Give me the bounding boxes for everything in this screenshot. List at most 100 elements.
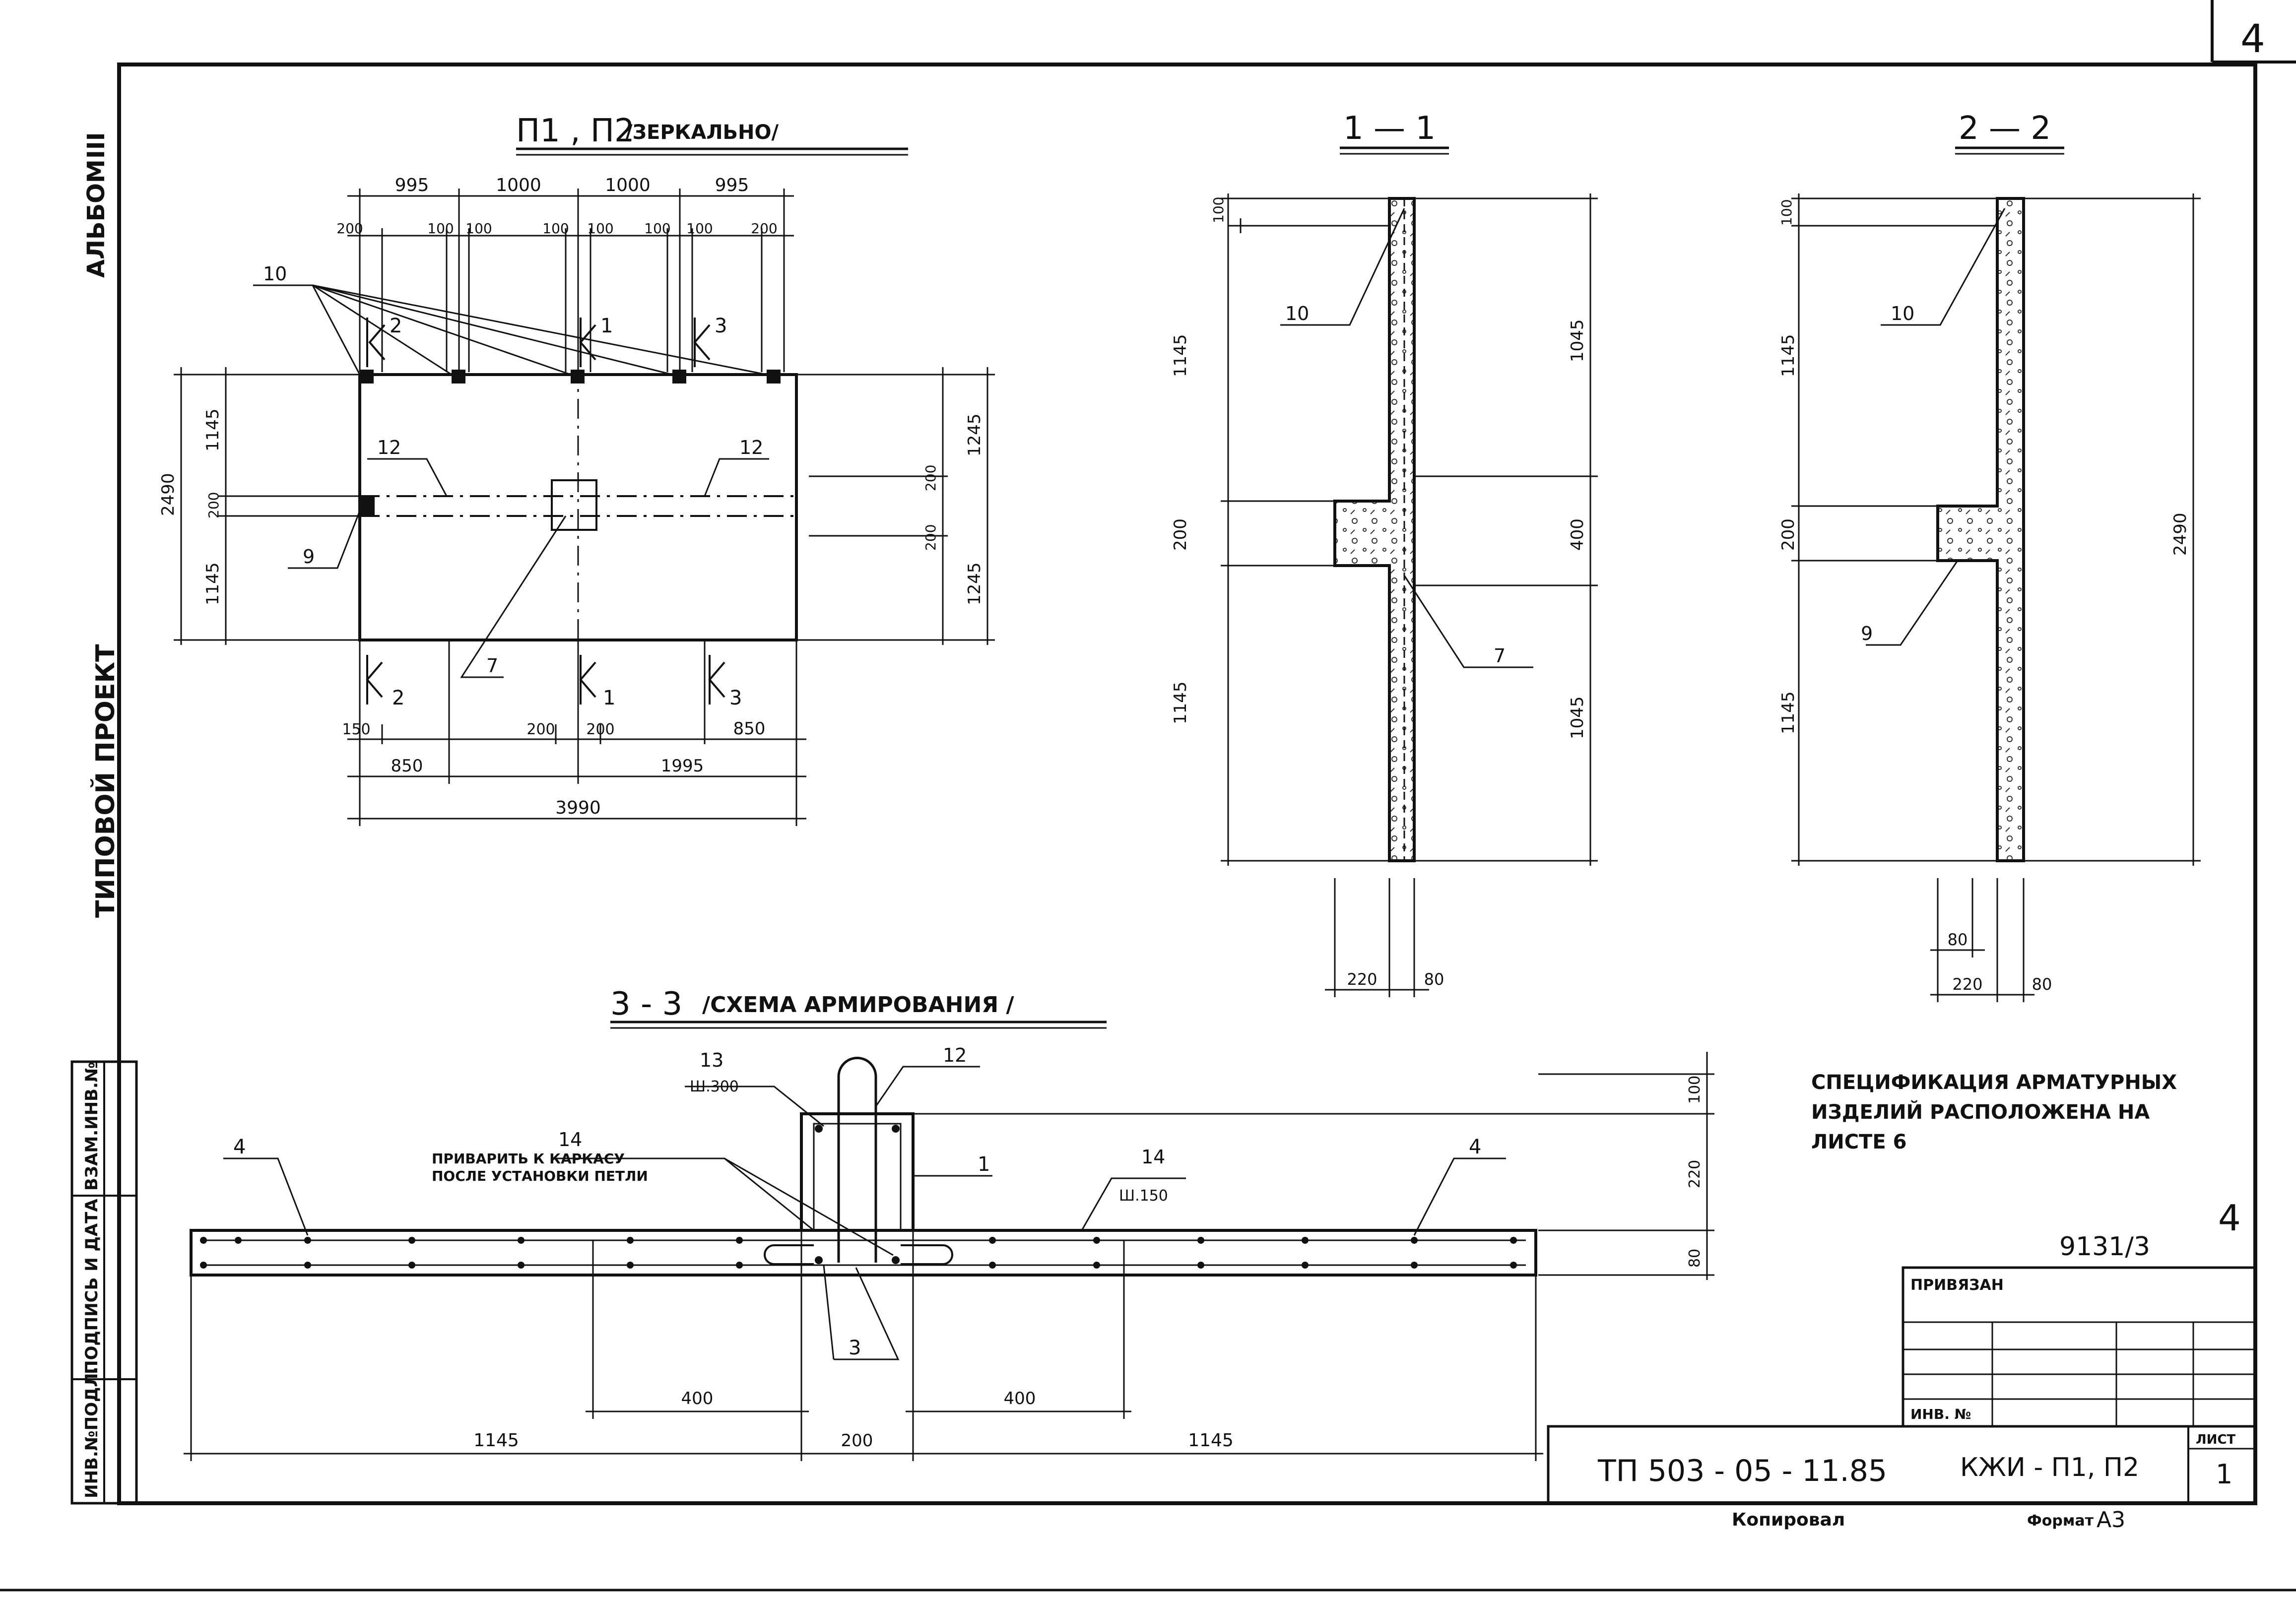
title-copied: Копировал xyxy=(1732,1510,1845,1530)
section-1-body xyxy=(1333,197,1416,862)
section-3-weld-note-1: ПРИВАРИТЬ К КАРКАСУ xyxy=(432,1151,625,1167)
plan-dim-top-1: 995 xyxy=(395,175,429,195)
plan-dim-bottom-3: 200 xyxy=(526,721,555,738)
plan-dim-top-small-1: 200 xyxy=(336,220,363,237)
section-3-callout-13-sub: Ш.300 xyxy=(690,1078,739,1095)
plan-title: П1 , П2 xyxy=(516,113,635,149)
section-3-dim-bottom-4: 200 xyxy=(841,1431,873,1451)
plan-dim-bottom-5: 1995 xyxy=(661,756,704,776)
section-1-dim-bottom-1: 220 xyxy=(1347,970,1377,989)
section-1-1: 1 — 1 100 1145 200 1145 1045 400 xyxy=(1171,110,1598,997)
section-3-callout-3: 3 xyxy=(849,1337,861,1359)
section-2-body xyxy=(1936,197,2025,862)
side-labels: АЛЬБОМ III ТИПОВОЙ ПРОЕКТ xyxy=(82,132,121,918)
plan-callout-9: 9 xyxy=(303,546,315,568)
plan-cut-3-bottom: 3 xyxy=(729,687,742,709)
section-3-dim-bottom-5: 1145 xyxy=(1188,1430,1234,1451)
plan-dim-left-2: 200 xyxy=(205,492,222,518)
section-3-callout-4b: 4 xyxy=(1469,1136,1481,1158)
section-3-callout-1: 1 xyxy=(978,1153,990,1176)
plan-callout-7: 7 xyxy=(486,655,498,677)
plan-view: П1 , П2 /ЗЕРКАЛЬНО/ 995 1000 1000 xyxy=(158,113,995,826)
plan-dim-bottom-4: 200 xyxy=(586,721,614,738)
stamp-podpis-label: ПОДПИСЬ И ДАТА xyxy=(82,1199,102,1374)
stamp-mark: 4 xyxy=(2218,1197,2241,1239)
section-2-callout-10: 10 xyxy=(1891,303,1914,324)
plan-cut-2-bottom: 2 xyxy=(392,687,404,709)
plan-callout-10: 10 xyxy=(263,263,287,285)
section-3-title: 3 - 3 xyxy=(610,986,682,1023)
plan-dim-bottom-1: 150 xyxy=(342,721,370,738)
spec-note-line-2: ИЗДЕЛИЙ РАСПОЛОЖЕНА НА xyxy=(1811,1100,2150,1124)
plan-cut-1-top: 1 xyxy=(600,315,613,337)
section-1-dim-left-4: 1145 xyxy=(1171,681,1190,724)
section-3-weld-note-2: ПОСЛЕ УСТАНОВКИ ПЕТЛИ xyxy=(432,1168,648,1184)
plan-dim-left-1: 1145 xyxy=(203,408,223,451)
section-2-dim-bottom-1: 80 xyxy=(1948,930,1968,949)
plan-dim-top-3: 1000 xyxy=(605,175,651,195)
album-number: III xyxy=(82,132,110,159)
section-3-slab xyxy=(190,1229,1537,1277)
section-3-dim-right-1: 100 xyxy=(1686,1076,1704,1104)
plan-dim-top-small-6: 100 xyxy=(644,220,670,237)
section-3-3: 3 - 3 /СХЕМА АРМИРОВАНИЯ / xyxy=(184,986,1714,1461)
section-1-dim-left-2: 1145 xyxy=(1171,334,1190,377)
section-2-dim-left-3: 200 xyxy=(1778,518,1798,551)
stamp-inv-label: ИНВ.№ПОДЛ. xyxy=(82,1367,102,1498)
plan-dim-top-2: 1000 xyxy=(496,175,541,195)
section-2-title: 2 — 2 xyxy=(1959,110,2051,147)
section-1-dim-left-1: 100 xyxy=(1210,197,1227,223)
title-privyazan: ПРИВЯЗАН xyxy=(1910,1277,2004,1294)
section-3-callout-14b: 14 xyxy=(1141,1146,1165,1168)
plan-dim-left-3: 1145 xyxy=(203,562,223,605)
plan-dim-top-small-7: 100 xyxy=(686,220,713,237)
plan-dim-bottom-2: 850 xyxy=(391,756,423,776)
stamp-code: 9131/3 xyxy=(2059,1232,2150,1262)
section-2-2: 2 — 2 100 1145 200 1145 2490 80 220 8 xyxy=(1778,110,2201,1002)
plan-dim-top-small-8: 200 xyxy=(751,220,777,237)
plan-dim-top-small-2: 100 xyxy=(427,220,454,237)
plan-dim-right-2: 200 xyxy=(922,465,939,491)
section-1-dim-bottom-2: 80 xyxy=(1424,970,1444,989)
section-3-dim-right-3: 80 xyxy=(1686,1249,1704,1268)
section-3-loop xyxy=(837,1057,877,1263)
section-3-callout-12: 12 xyxy=(943,1044,967,1066)
section-3-dim-bottom-2: 400 xyxy=(1004,1389,1036,1408)
plan-callout-12a: 12 xyxy=(377,437,401,458)
plan-dim-top-small-4: 100 xyxy=(542,220,569,237)
section-1-dim-left-3: 200 xyxy=(1171,518,1190,551)
plan-callout-12b: 12 xyxy=(739,437,763,458)
spec-note-line-1: СПЕЦИФИКАЦИЯ АРМАТУРНЫХ xyxy=(1811,1071,2177,1094)
plan-dim-right-1: 1245 xyxy=(965,413,984,456)
title-project-code: ТП 503 - 05 - 11.85 xyxy=(1597,1454,1887,1488)
sheet-number: 4 xyxy=(2240,17,2265,62)
title-inv-no: ИНВ. № xyxy=(1910,1406,1971,1422)
section-3-callout-13: 13 xyxy=(700,1049,723,1071)
section-1-dim-right-1: 1045 xyxy=(1568,319,1587,362)
title-block: ПРИВЯЗАН ИНВ. № ТП 503 - 05 - 11.85 КЖИ … xyxy=(1547,1266,2257,1533)
section-2-callout-9: 9 xyxy=(1861,623,1873,644)
plan-cut-2-top: 2 xyxy=(390,315,402,337)
section-2-dim-bottom-3: 80 xyxy=(2032,975,2052,994)
title-format-label: Формат xyxy=(2027,1512,2094,1530)
title-sheet-label: ЛИСТ xyxy=(2196,1432,2235,1447)
title-format-value: А3 xyxy=(2097,1507,2125,1533)
plan-dim-top-small-5: 100 xyxy=(587,220,613,237)
section-2-dim-left-4: 1145 xyxy=(1778,691,1798,734)
plan-title-note: /ЗЕРКАЛЬНО/ xyxy=(625,121,779,144)
section-1-title: 1 — 1 xyxy=(1343,110,1436,147)
section-2-dim-bottom-2: 220 xyxy=(1952,975,1982,994)
plan-dim-right-3: 200 xyxy=(922,524,939,551)
plan-dim-bottom-6: 850 xyxy=(733,719,766,739)
album-label: АЛЬБОМ xyxy=(82,159,110,278)
spec-note: СПЕЦИФИКАЦИЯ АРМАТУРНЫХ ИЗДЕЛИЙ РАСПОЛОЖ… xyxy=(1811,1071,2177,1153)
section-1-dim-right-2: 400 xyxy=(1568,518,1587,551)
section-3-dim-bottom-1: 400 xyxy=(681,1389,714,1408)
plan-dim-top-small-3: 100 xyxy=(465,220,492,237)
plan-dim-left-total: 2490 xyxy=(158,473,178,516)
section-3-callout-14a: 14 xyxy=(558,1129,582,1151)
section-1-dim-right-3: 1045 xyxy=(1568,696,1587,739)
plan-dim-right-4: 1245 xyxy=(965,562,984,605)
